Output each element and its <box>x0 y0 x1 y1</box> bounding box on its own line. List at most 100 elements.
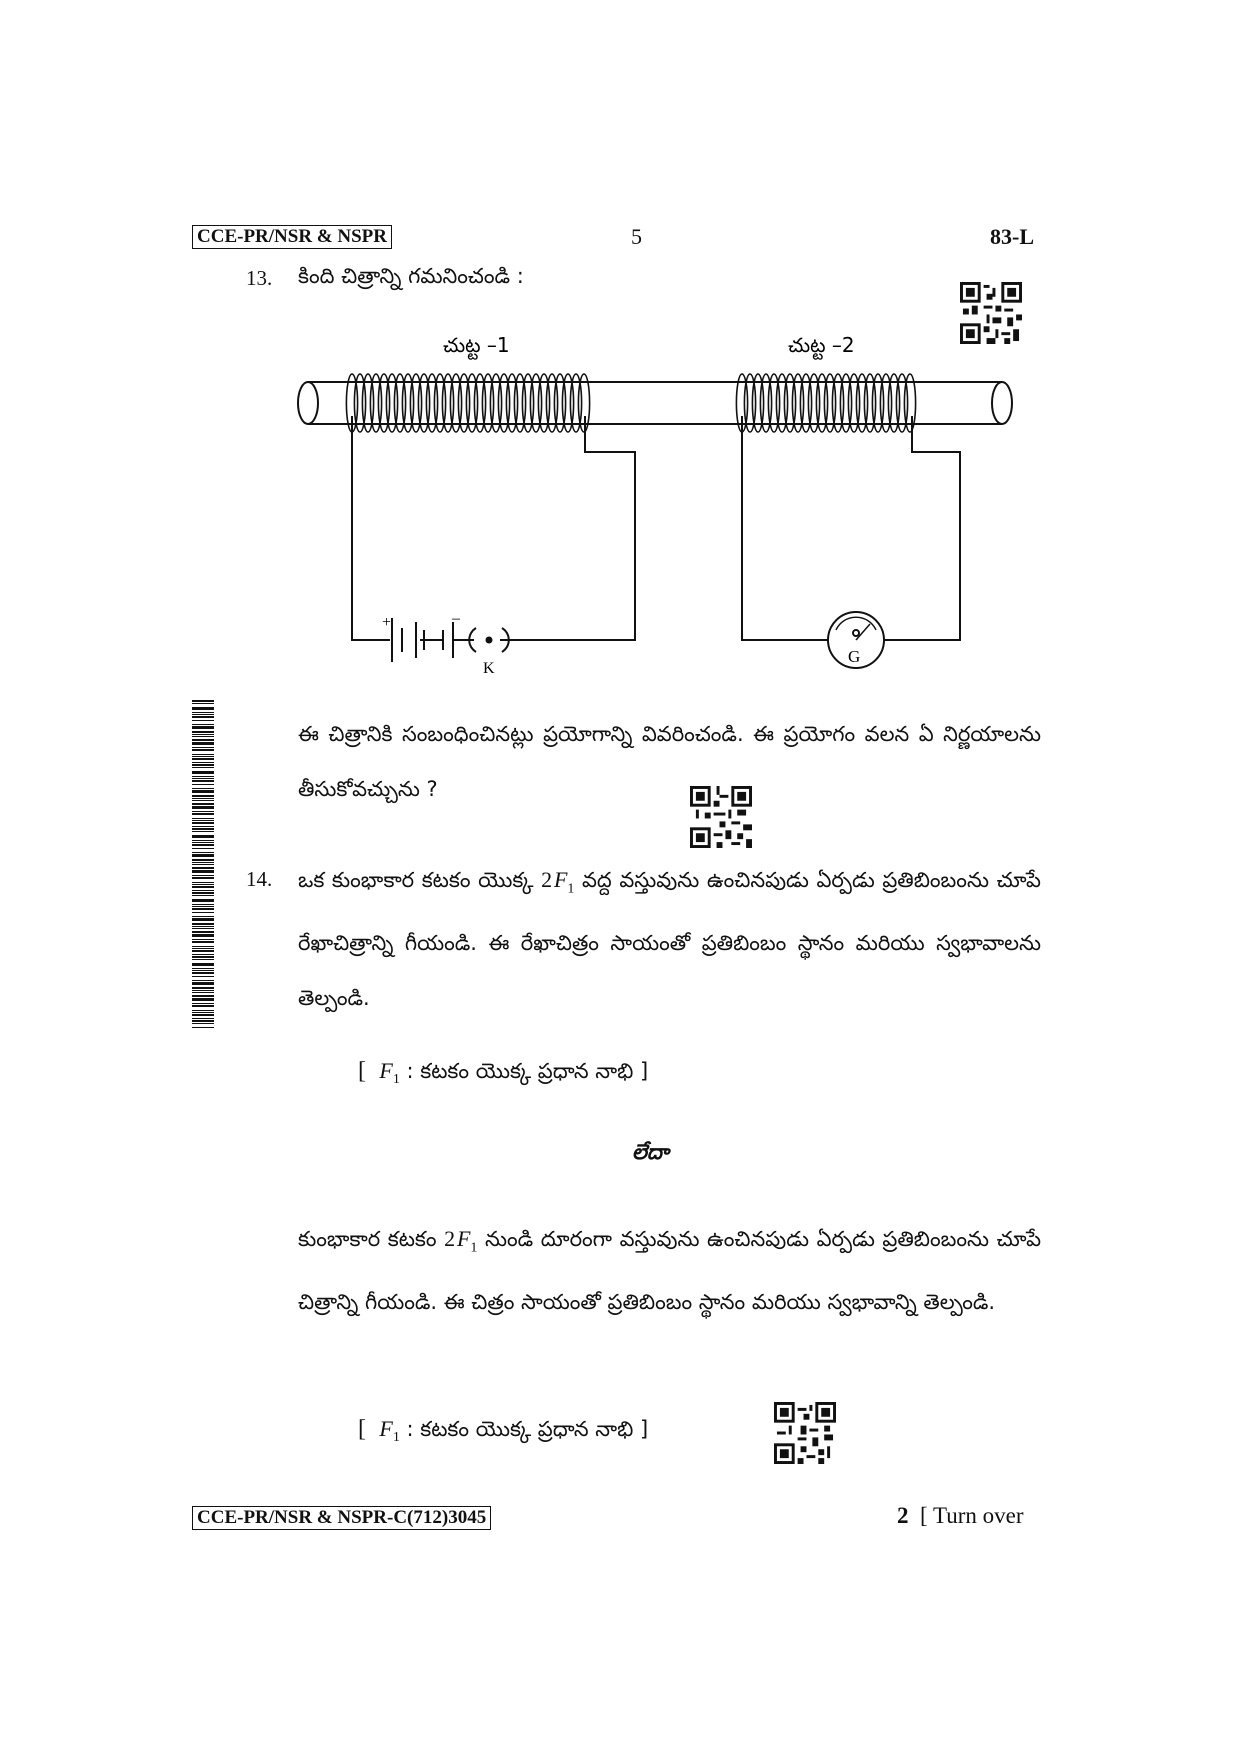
coil-2-label: చుట్ట –2 <box>788 333 855 360</box>
term-2f1: 2 F1 <box>541 867 574 896</box>
barcode-bar <box>192 764 214 766</box>
note-term-f-2: F <box>379 1416 393 1441</box>
barcode-bar <box>192 798 214 799</box>
note-term-sub: 1 <box>392 1072 400 1088</box>
question-14-text-a: ఒక కుంభాకార కటకం యొక్క 2 F1 వద్ద వస్తువు… <box>298 852 1041 1026</box>
barcode-bar <box>192 811 214 812</box>
coil-turn <box>353 373 367 433</box>
barcode-bar <box>192 831 214 832</box>
coil-turn <box>783 373 797 433</box>
coil-1-label: చుట్ట –1 <box>443 333 510 360</box>
coil-turn <box>473 373 487 433</box>
coil-turn <box>759 373 773 433</box>
barcode-bar <box>192 749 214 751</box>
term-2f1-b: 2 F1 <box>444 1226 477 1255</box>
barcode-bar <box>192 813 214 815</box>
barcode-bar <box>192 703 214 704</box>
barcode-bar <box>192 877 214 879</box>
barcode-bar <box>192 720 214 721</box>
barcode-bar <box>192 948 214 949</box>
barcode-bar <box>192 731 214 733</box>
coil-turn <box>903 373 917 433</box>
barcode-bar <box>192 780 214 782</box>
page-number: 5 <box>631 224 642 249</box>
coil-turn <box>457 373 471 433</box>
barcode-bar <box>192 968 214 969</box>
barcode-bar <box>192 923 214 925</box>
barcode-bar <box>192 707 214 710</box>
barcode-bar <box>192 844 214 846</box>
focus-note-1: [ F1 : కటకం యొక్క ప్రధాన నాభి ] <box>358 1058 648 1089</box>
battery-minus-label: – <box>451 610 461 627</box>
barcode-bar <box>192 1003 214 1004</box>
induction-circuit-diagram: + – K G చుట్ట –1 చుట్ట –2 <box>297 333 1013 677</box>
barcode-bar <box>192 767 214 768</box>
galvanometer-icon <box>827 611 885 669</box>
barcode-bar <box>192 918 214 921</box>
header-code-right: 83-L <box>990 224 1034 249</box>
barcode-bar <box>192 862 214 863</box>
barcode-bar <box>192 840 214 841</box>
barcode-bar <box>192 784 214 785</box>
barcode-bar <box>192 852 214 853</box>
barcode-bar <box>192 982 214 985</box>
barcode-bar <box>192 992 214 993</box>
barcode-bar <box>192 739 214 741</box>
barcode-bar <box>192 995 214 997</box>
barcode-bar <box>192 747 214 748</box>
coil-turn <box>497 373 511 433</box>
coil-turn <box>815 373 829 433</box>
barcode-bar <box>192 820 214 821</box>
coil-turn <box>839 373 853 433</box>
coil-turn <box>361 373 375 433</box>
barcode-bar <box>192 941 214 943</box>
coil-turn <box>513 373 527 433</box>
barcode-bar <box>192 895 214 896</box>
barcode-bar <box>192 756 214 757</box>
circuit-1-wires <box>351 416 636 641</box>
or-label: లేదా <box>632 1140 669 1164</box>
coil-turn <box>401 373 415 433</box>
barcode-bar <box>192 1027 214 1028</box>
note-bracket-2: [ <box>358 1416 366 1442</box>
qr-code-icon <box>774 1402 836 1464</box>
footer-page-info: 2 [ Turn over <box>897 1503 1024 1529</box>
question-14-text-b: కుంభాకార కటకం 2 F1 నుండి దూరంగా వస్తువున… <box>298 1211 1041 1330</box>
barcode-bar <box>192 1005 214 1007</box>
coil-turn <box>433 373 447 433</box>
question-13-prompt: కింది చిత్రాన్ని గమనించండి : <box>298 264 524 288</box>
barcode-bar <box>192 870 214 873</box>
barcode-bar <box>192 790 214 793</box>
coil-turn <box>537 373 551 433</box>
barcode-bar <box>192 842 214 843</box>
barcode-bar <box>192 892 214 894</box>
focus-note-2: [ F1 : కటకం యొక్క ప్రధాన నాభి ] <box>358 1416 648 1447</box>
barcode-bar <box>192 1010 214 1011</box>
barcode-bar <box>192 867 214 869</box>
coil-turn <box>449 373 463 433</box>
coil-turn <box>751 373 765 433</box>
barcode-bar <box>192 882 214 883</box>
barcode-bar <box>192 788 214 789</box>
coil-turn <box>385 373 399 433</box>
barcode-bar <box>192 778 214 779</box>
barcode-bar <box>192 1014 214 1016</box>
note-text-2: : కటకం యొక్క ప్రధాన నాభి ] <box>406 1417 649 1441</box>
coil-turn <box>807 373 821 433</box>
coil-turn <box>481 373 495 433</box>
coil-turn <box>441 373 455 433</box>
barcode-bar <box>192 875 214 876</box>
galvanometer-label: G <box>848 647 860 666</box>
barcode-bar <box>192 795 214 797</box>
barcode-bar <box>192 758 214 760</box>
barcode-bar <box>192 970 214 971</box>
coil-turn <box>847 373 861 433</box>
barcode-bar <box>192 908 214 910</box>
barcode-bar <box>192 998 214 1001</box>
barcode-bar <box>192 916 214 917</box>
coil-turn <box>521 373 535 433</box>
barcode-bar <box>192 716 214 718</box>
barcode-bar <box>192 990 214 991</box>
barcode-bar <box>192 736 214 737</box>
barcode-bar <box>192 890 214 891</box>
